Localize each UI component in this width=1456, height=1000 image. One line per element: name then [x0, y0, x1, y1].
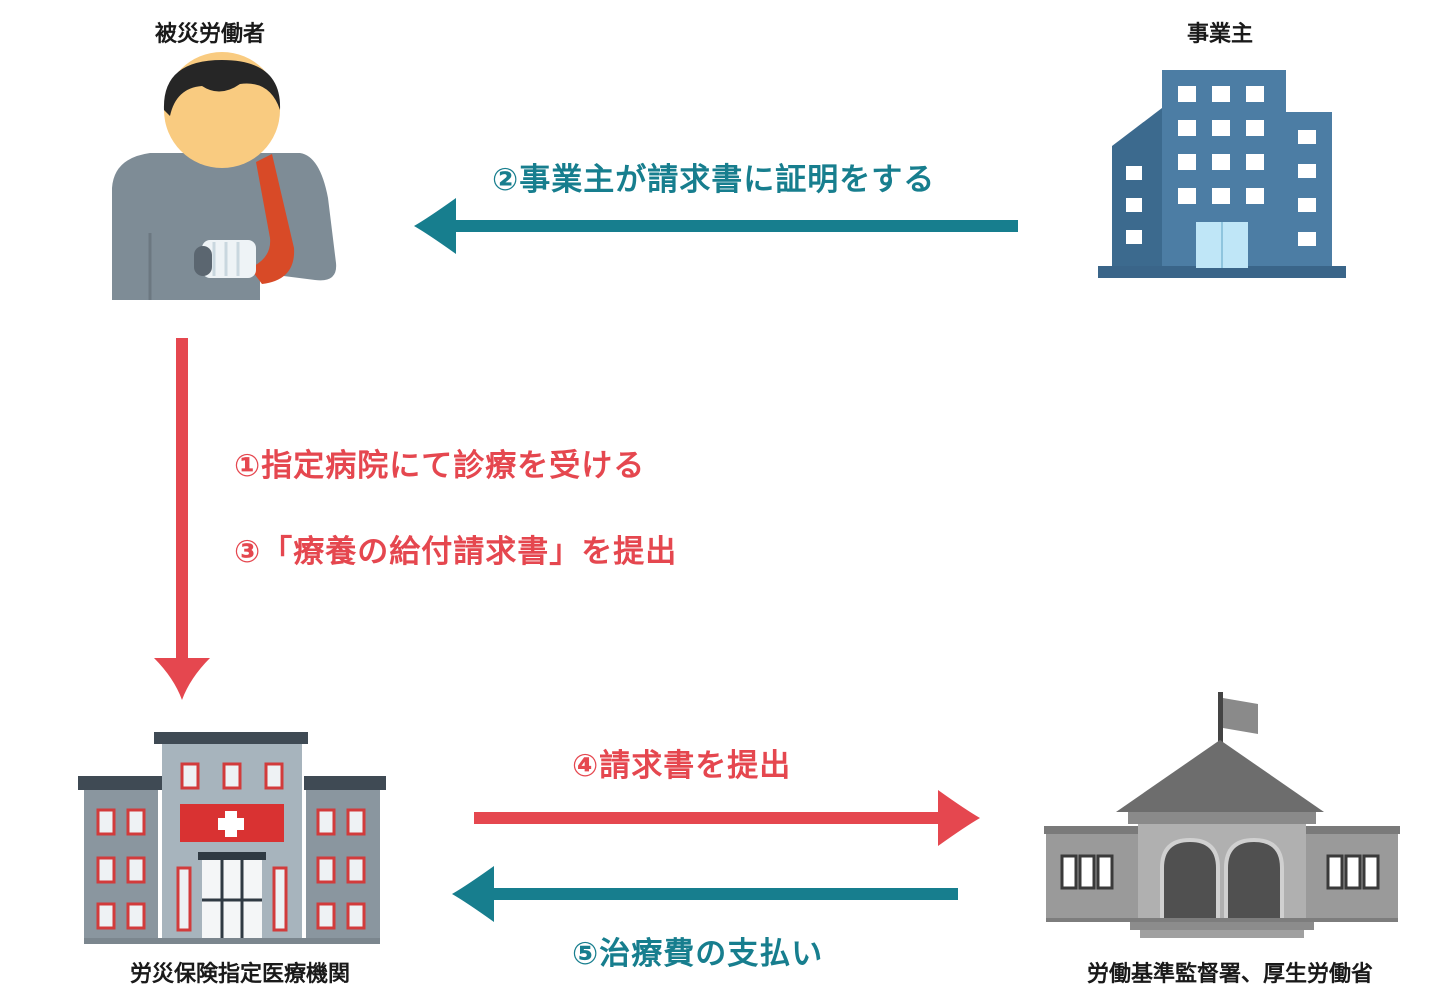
step4-label: ④請求書を提出 — [572, 748, 792, 784]
government-building-icon — [1044, 692, 1400, 938]
step2-label: ②事業主が請求書に証明をする — [492, 162, 936, 198]
arrow-hospital-to-office — [474, 790, 980, 846]
step3-label: ③「療養の給付請求書」を提出 — [234, 534, 678, 570]
hospital-building-icon — [78, 732, 386, 944]
arrow-employer-to-worker — [414, 198, 1018, 254]
office-label: 労働基準監督署、厚生労働省 — [1086, 962, 1373, 987]
arrow-office-to-hospital — [452, 866, 958, 922]
worker-label: 被災労働者 — [154, 22, 265, 47]
step1-label: ①指定病院にて診療を受ける — [234, 448, 646, 484]
injured-worker-icon — [112, 52, 337, 300]
arrow-worker-to-hospital — [154, 338, 210, 700]
step5-label: ⑤治療費の支払い — [572, 936, 824, 972]
employer-label: 事業主 — [1186, 22, 1253, 47]
hospital-label: 労災保険指定医療機関 — [129, 962, 350, 987]
office-building-icon — [1098, 70, 1346, 278]
